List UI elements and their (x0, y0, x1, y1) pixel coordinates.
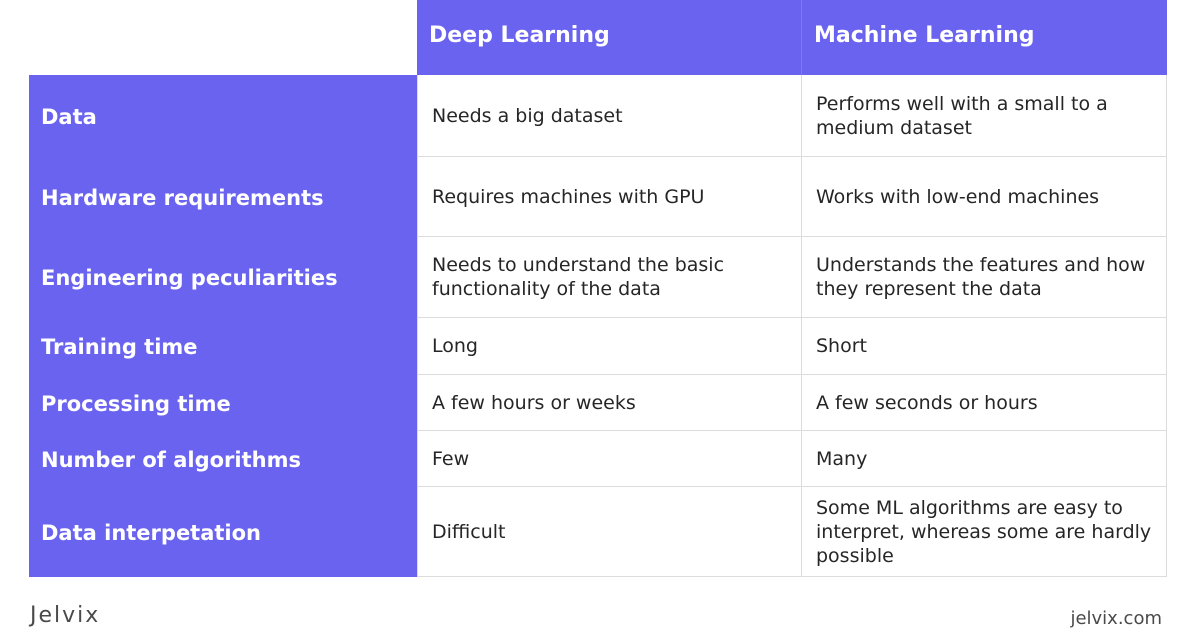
cell-machine-data: Performs well with a small to a medium d… (802, 75, 1167, 157)
row-header-number-of-algorithms: Number of algorithms (29, 431, 417, 487)
column-header-deep-learning: Deep Learning (417, 0, 802, 75)
brand-logo-text: Jelvix (30, 603, 101, 628)
cell-deep-data: Needs a big dataset (417, 75, 802, 157)
cell-deep-data-interpretation: Difficult (417, 487, 802, 577)
cell-machine-engineering: Understands the features and how they re… (802, 237, 1167, 318)
cell-machine-hardware: Works with low-end machines (802, 157, 1167, 237)
row-header-data-interpretation: Data interpetation (29, 487, 417, 577)
site-url: jelvix.com (1070, 608, 1162, 629)
cell-machine-processing-time: A few seconds or hours (802, 375, 1167, 431)
cell-deep-hardware: Requires machines with GPU (417, 157, 802, 237)
row-header-engineering: Engineering peculiarities (29, 237, 417, 318)
row-header-training-time: Training time (29, 318, 417, 375)
cell-machine-number-of-algorithms: Many (802, 431, 1167, 487)
cell-deep-training-time: Long (417, 318, 802, 375)
row-header-processing-time: Processing time (29, 375, 417, 431)
cell-machine-data-interpretation: Some ML algorithms are easy to interpret… (802, 487, 1167, 577)
cell-deep-processing-time: A few hours or weeks (417, 375, 802, 431)
comparison-table: Deep Learning Machine Learning Data Need… (29, 0, 1167, 577)
table-corner (29, 0, 417, 75)
cell-deep-engineering: Needs to understand the basic functional… (417, 237, 802, 318)
column-header-machine-learning: Machine Learning (802, 0, 1167, 75)
cell-machine-training-time: Short (802, 318, 1167, 375)
cell-deep-number-of-algorithms: Few (417, 431, 802, 487)
row-header-hardware: Hardware requirements (29, 157, 417, 237)
row-header-data: Data (29, 75, 417, 157)
